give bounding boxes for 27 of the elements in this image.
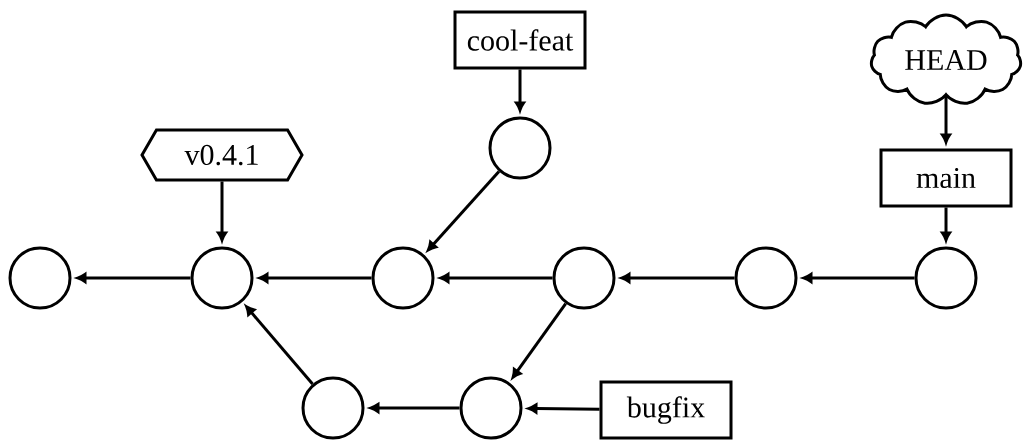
arrow [514,69,526,112]
arrow [426,170,501,252]
arrow [439,272,553,284]
arrow [258,272,372,284]
commit-circle [459,376,523,440]
arrow [802,272,915,284]
commit-circle [371,246,435,310]
arrow [940,96,952,144]
branch-label-box: cool-feat [453,10,587,70]
commit-circle [190,246,254,310]
arrow [245,305,314,386]
tag-hexagon: v0.4.1 [140,128,304,182]
commit-circle [914,246,978,310]
commit-circle [552,246,616,310]
branch-label-box: bugfix [599,380,733,440]
arrow [620,272,735,284]
commit-circle [734,246,798,310]
arrow [76,272,191,284]
arrow [216,181,228,242]
commit-circle [488,116,552,180]
arrow [369,402,460,414]
branch-label-box: main [879,148,1013,208]
commit-circle [301,376,365,440]
arrow [527,403,600,414]
arrow [940,207,952,242]
arrow [511,302,567,379]
commit-circle [8,246,72,310]
